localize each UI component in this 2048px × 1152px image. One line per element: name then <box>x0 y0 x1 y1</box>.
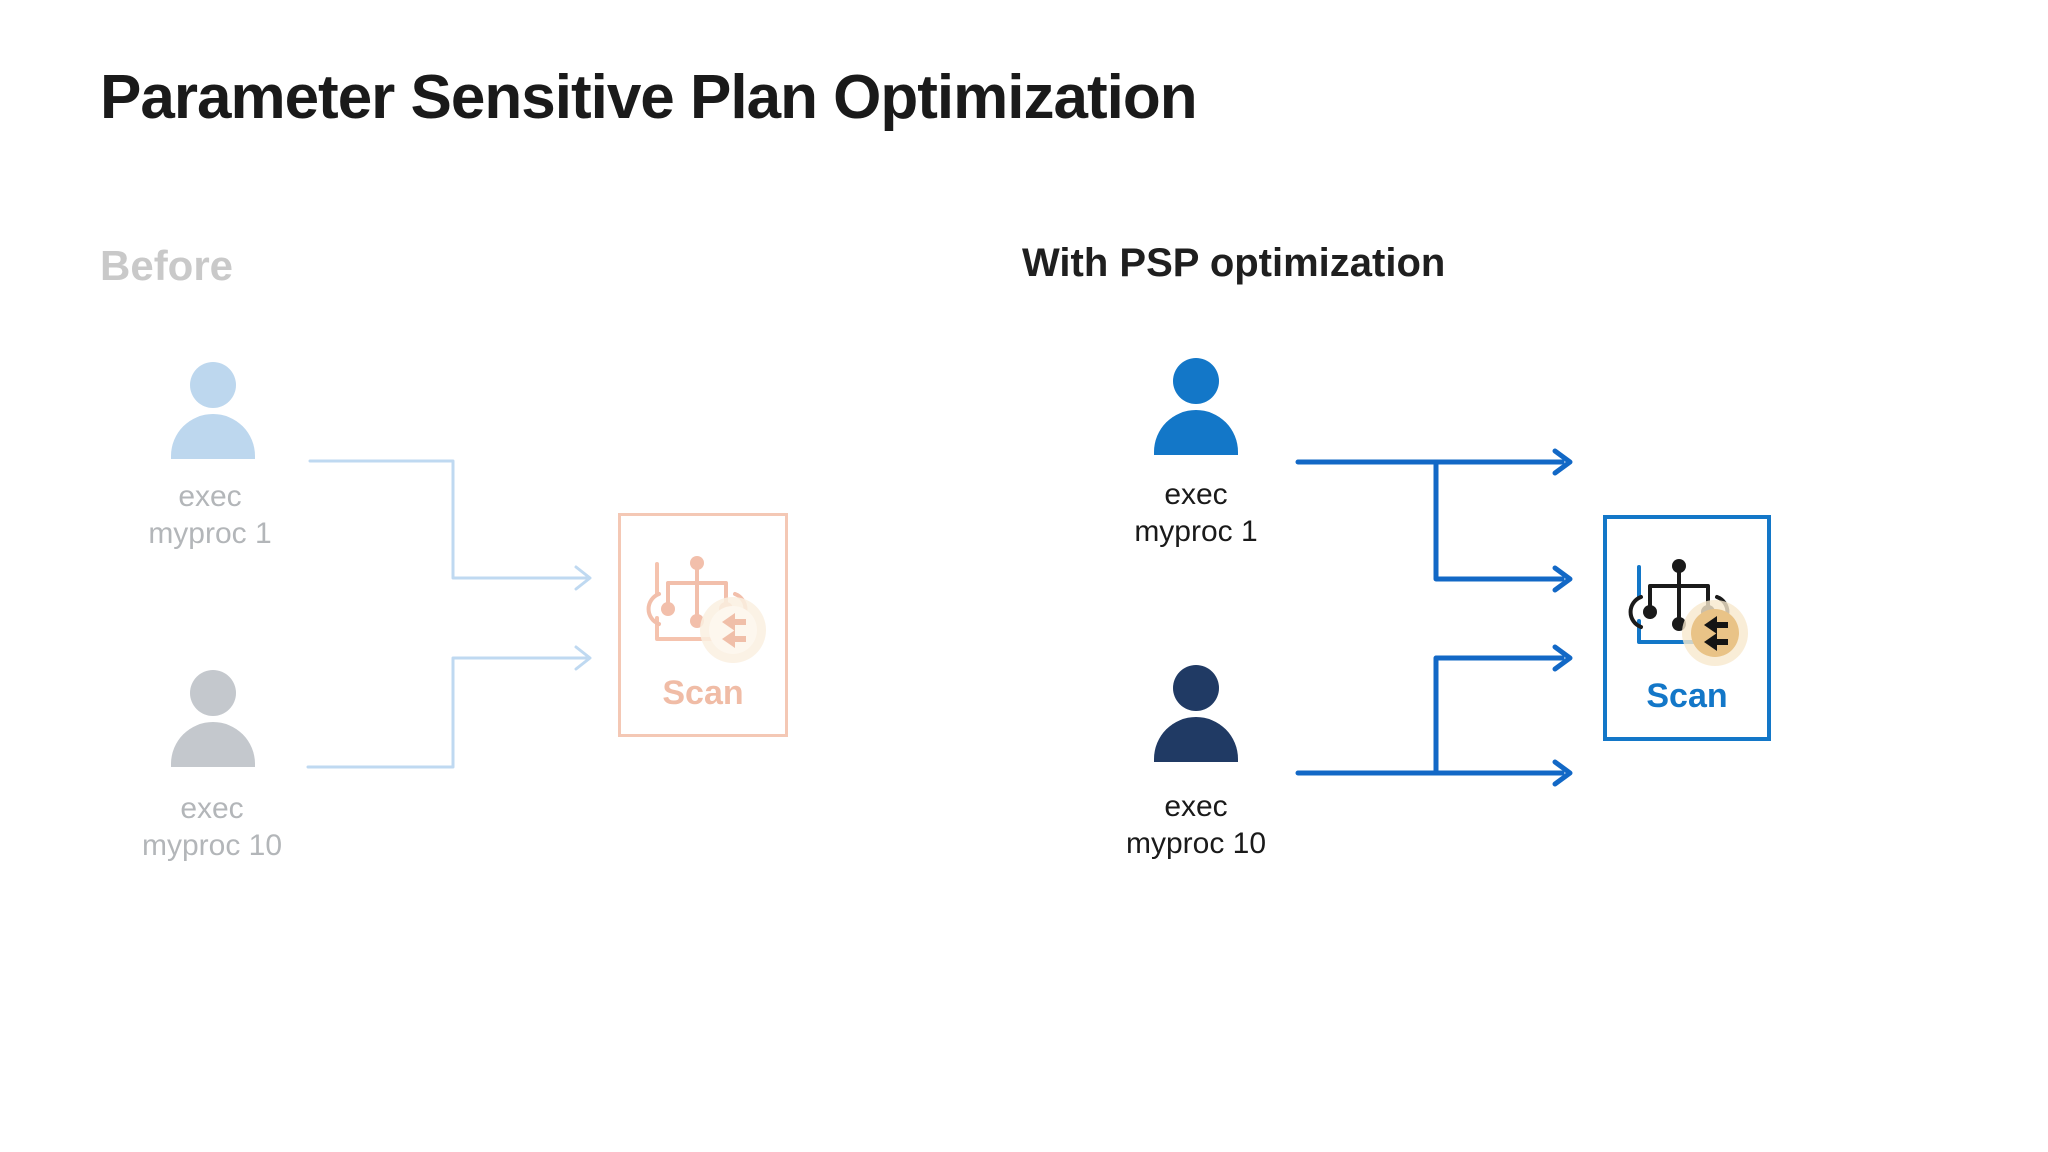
after-user-2-label: exec myproc 10 <box>1066 788 1326 862</box>
double-left-arrows-badge <box>1682 600 1748 666</box>
exec-line: exec <box>1164 478 1228 511</box>
double-left-arrows-badge <box>700 597 766 663</box>
exec-line: exec <box>180 792 244 825</box>
arrow-before-1 <box>308 459 588 580</box>
query-plan-tree-icon <box>646 556 766 663</box>
exec-line: exec <box>178 480 242 513</box>
scan-operator-card-before: Scan <box>618 513 788 737</box>
arrowhead <box>1552 759 1573 787</box>
proc-line: myproc 10 <box>1125 827 1267 860</box>
after-user-1-label: exec myproc 1 <box>1066 476 1326 550</box>
scan-card-label: Scan <box>1646 677 1728 715</box>
person-head <box>190 362 236 408</box>
person-head <box>1173 358 1219 404</box>
left-paren <box>646 592 661 626</box>
user-icon-after-1 <box>1151 358 1241 455</box>
arrow-after-1-branch <box>1433 459 1565 582</box>
arrowhead <box>574 565 592 591</box>
arrowhead <box>1552 448 1573 476</box>
before-user-2-label: exec myproc 10 <box>82 790 342 864</box>
person-head <box>190 670 236 716</box>
page-title: Parameter Sensitive Plan Optimization <box>100 63 1198 132</box>
before-user-1-label: exec myproc 1 <box>80 478 340 552</box>
after-heading: With PSP optimization <box>1022 241 1446 285</box>
scan-operator-card-after: Scan <box>1603 515 1771 741</box>
proc-line: myproc 1 <box>148 517 272 550</box>
exec-line: exec <box>1164 790 1228 823</box>
arrowhead <box>1552 565 1573 593</box>
proc-line: myproc 1 <box>1134 515 1258 548</box>
user-icon-after-2 <box>1151 665 1241 762</box>
left-paren <box>1628 595 1643 629</box>
before-arrows <box>306 459 592 769</box>
proc-line: myproc 10 <box>141 829 283 862</box>
person-head <box>1173 665 1219 711</box>
user-icon-before-2 <box>168 670 258 767</box>
before-heading: Before <box>100 242 234 289</box>
user-icon-before-1 <box>168 362 258 459</box>
after-arrows <box>1295 448 1573 787</box>
arrow-before-2 <box>306 656 588 769</box>
arrow-after-2-branch <box>1433 655 1565 776</box>
arrowhead <box>574 645 592 671</box>
arrowhead <box>1552 644 1573 672</box>
scan-card-label: Scan <box>662 674 744 712</box>
query-plan-tree-icon <box>1628 559 1748 666</box>
